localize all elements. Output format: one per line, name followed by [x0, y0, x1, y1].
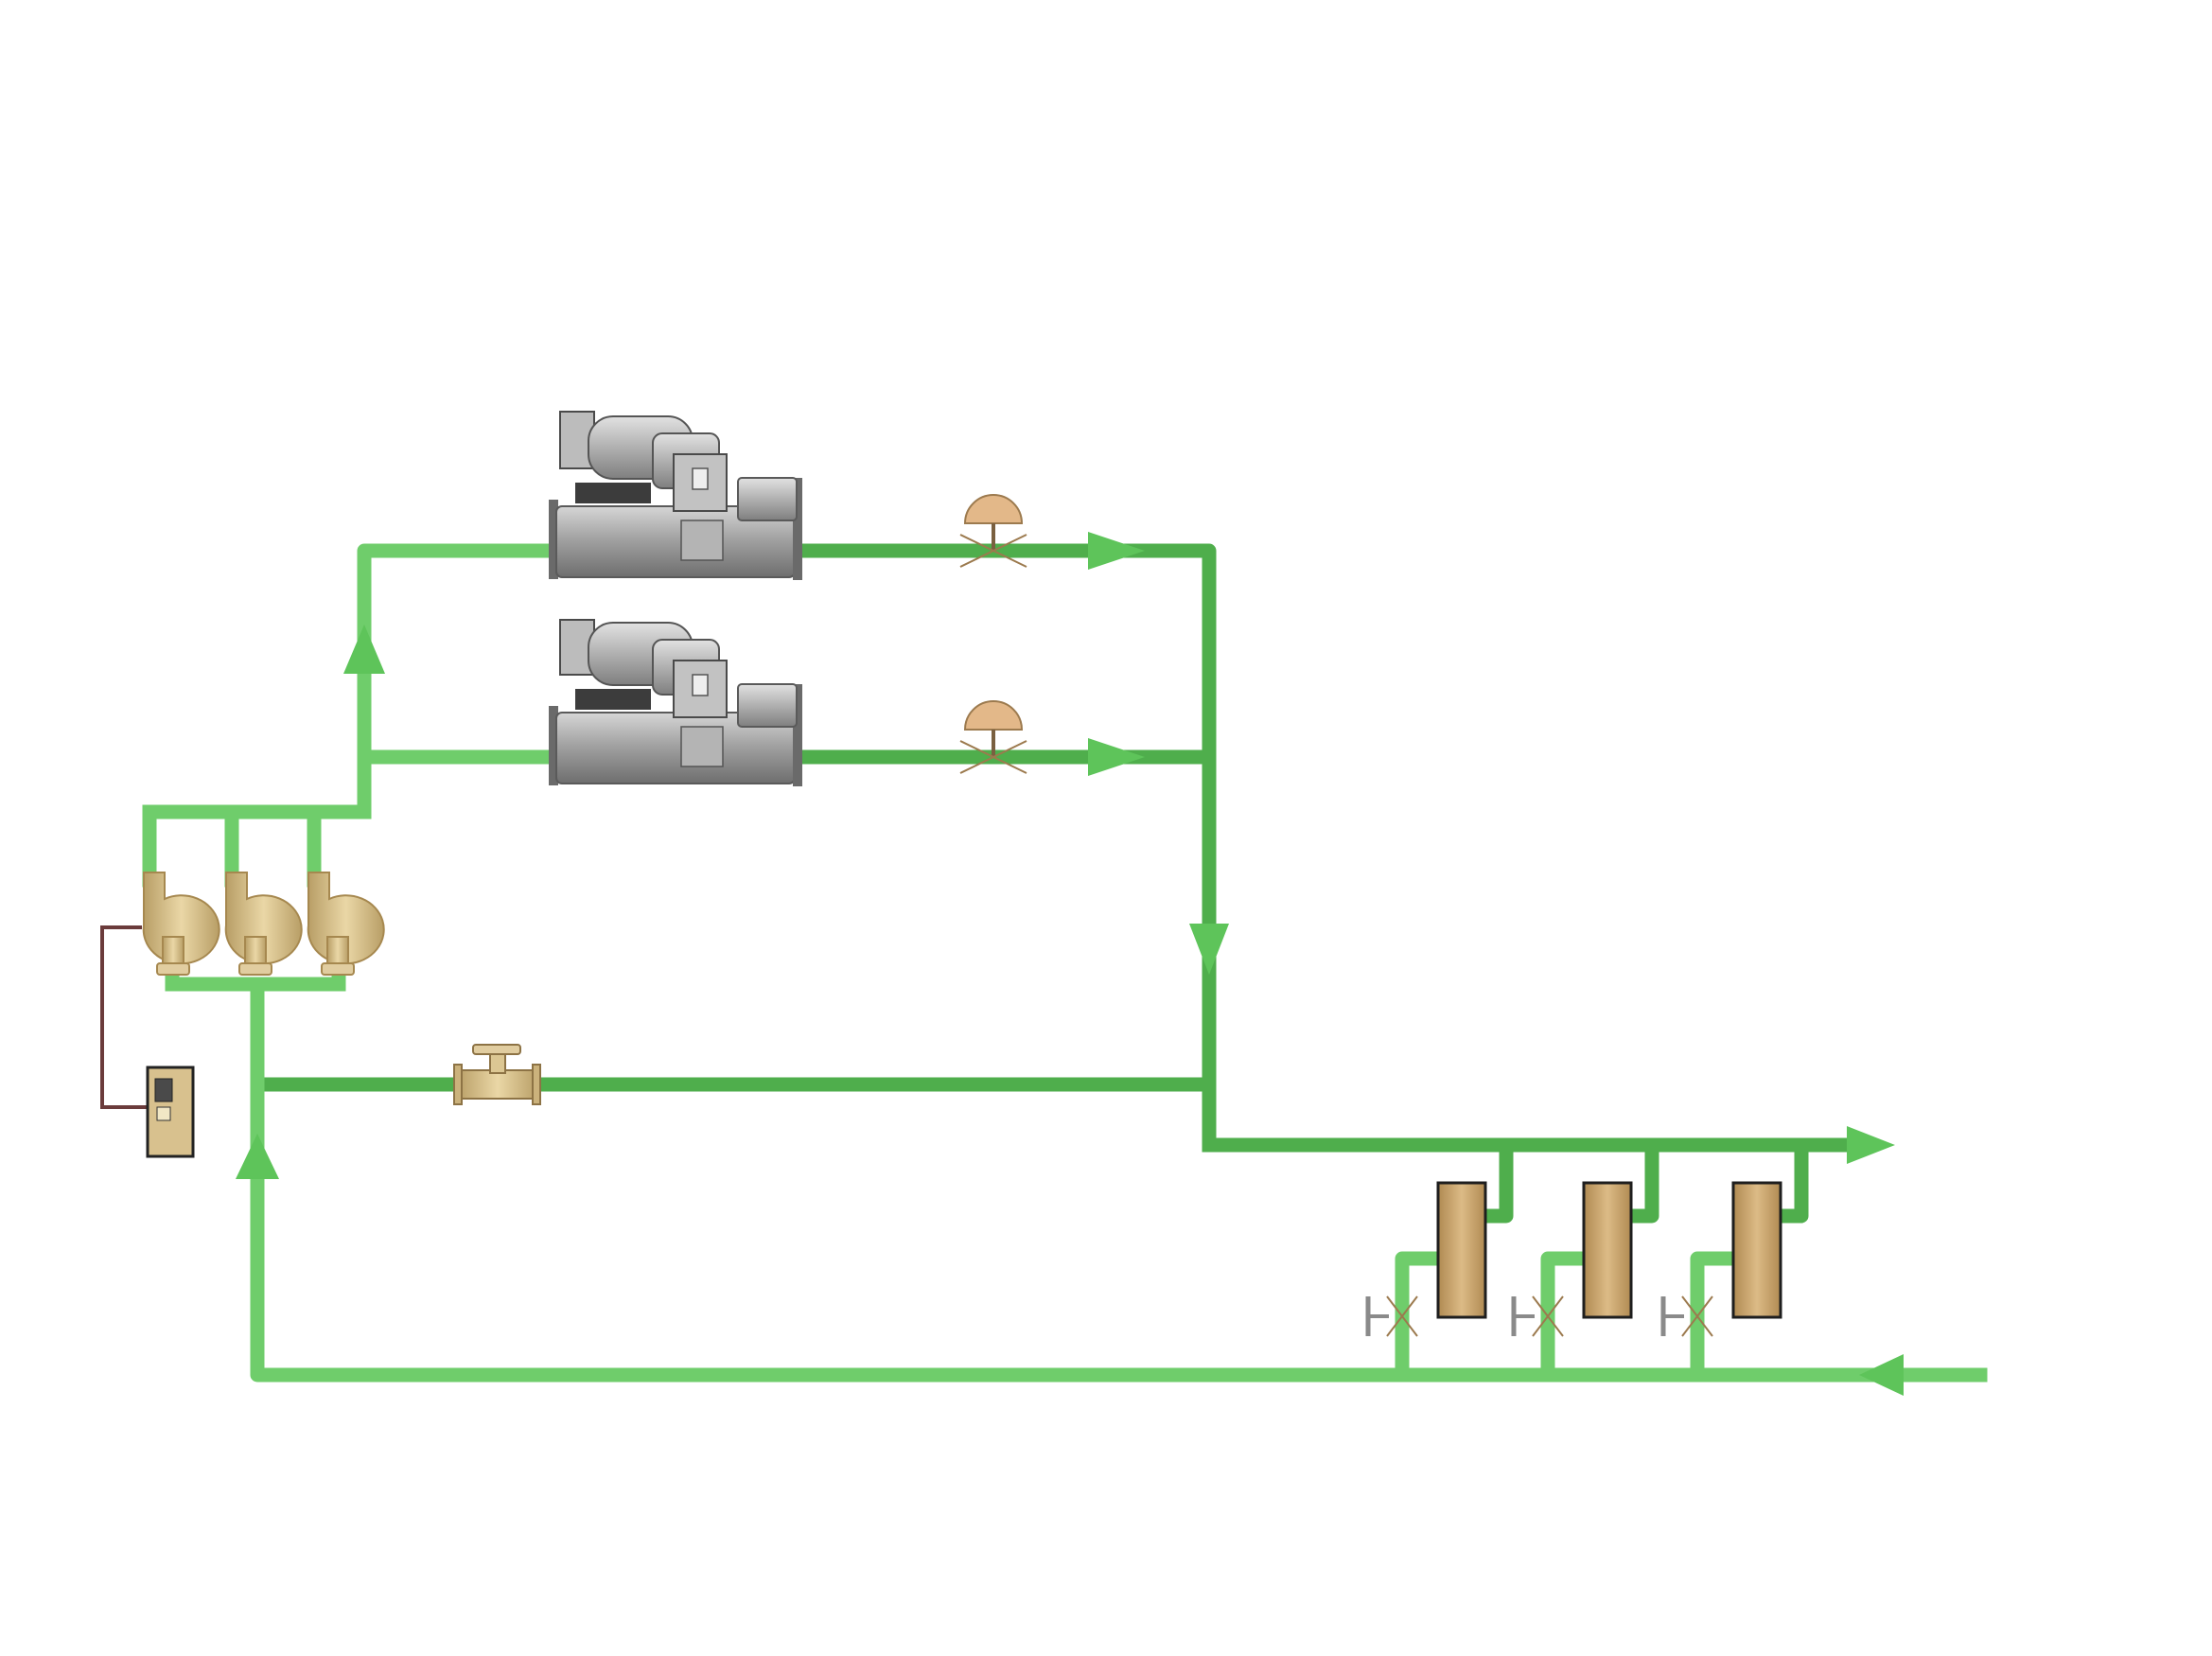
coil1-inlet-pipe	[1395, 1251, 1446, 1383]
bypass-valve-bonnet	[489, 1051, 506, 1074]
coil2-outlet-pipe	[1622, 1137, 1659, 1224]
coil-valve-1[interactable]	[1365, 1295, 1418, 1337]
arrow-supply-out	[1847, 1126, 1895, 1164]
valve2-body	[959, 740, 1027, 774]
vfd-control-wire	[100, 925, 149, 1109]
arrow-pump-to-chiller-up	[343, 625, 385, 674]
chiller1-base-parts	[575, 483, 651, 503]
vfd-display	[154, 1078, 173, 1102]
chiller-valve-1[interactable]	[959, 494, 1027, 568]
arrow-return-in	[1859, 1354, 1904, 1396]
coil2-inlet-pipe	[1540, 1251, 1589, 1383]
coil-valve3-body	[1681, 1295, 1713, 1337]
pump3-neck	[326, 936, 349, 966]
chiller2-shell-left-flange	[549, 706, 558, 785]
bypass-valve-body	[456, 1069, 539, 1100]
pump-1[interactable]	[142, 872, 220, 976]
coil-valve-2[interactable]	[1511, 1295, 1564, 1337]
valve1-actuator-dome	[963, 494, 1024, 524]
bypass-valve-flange-right	[532, 1064, 541, 1105]
coil3-inlet-pipe	[1690, 1251, 1739, 1383]
coil-valve-3[interactable]	[1660, 1295, 1713, 1337]
bypass-valve-handle	[472, 1044, 521, 1055]
chiller2-panel-display	[692, 674, 709, 696]
coil-3[interactable]	[1731, 1181, 1782, 1319]
valve2-actuator-dome	[963, 700, 1024, 731]
chiller-supply-riser	[357, 543, 561, 819]
arrow-return-to-pumps	[236, 1134, 279, 1179]
chiller1-shell-left-flange	[549, 500, 558, 579]
coil-valve1-body	[1386, 1295, 1418, 1337]
coil3-outlet-pipe	[1771, 1137, 1809, 1224]
pump-2[interactable]	[224, 872, 303, 976]
flow-arrows	[236, 532, 1904, 1396]
chiller1-outlet-pipe	[797, 543, 1217, 1153]
pump1-foot	[156, 962, 190, 976]
chiller1-front-panel	[680, 520, 724, 561]
arrow-chiller2-outlet	[1088, 738, 1145, 776]
chiller1-shell-right-flange	[793, 478, 802, 580]
return-main-pipe	[250, 977, 1988, 1383]
chiller-2[interactable]	[549, 619, 802, 786]
arrow-chiller1-outlet	[1088, 532, 1145, 570]
vfd-keypad	[156, 1106, 171, 1121]
pump2-neck	[244, 936, 267, 966]
chiller2-shell-right-flange	[793, 684, 802, 786]
coil1-outlet-pipe	[1476, 1137, 1514, 1224]
chiller2-condenser	[737, 683, 798, 728]
pump-3[interactable]	[307, 872, 385, 976]
bypass-valve[interactable]	[453, 1044, 541, 1105]
chiller1-condenser	[737, 477, 798, 521]
chiller1-panel-display	[692, 467, 709, 490]
chiller2-base-parts	[575, 689, 651, 710]
coil-valve2-body	[1532, 1295, 1564, 1337]
arrow-supply-down	[1189, 924, 1229, 975]
bypass-valve-flange-left	[453, 1064, 463, 1105]
valve1-body	[959, 534, 1027, 568]
pump-discharge-header	[142, 749, 372, 878]
pump1-neck	[162, 936, 184, 966]
vfd[interactable]	[146, 1066, 195, 1158]
coil-1[interactable]	[1436, 1181, 1487, 1319]
return-piping	[142, 543, 1988, 1383]
chiller-1[interactable]	[549, 411, 802, 580]
chiller2-front-panel	[680, 726, 724, 767]
coil-2[interactable]	[1582, 1181, 1633, 1319]
pump3-foot	[321, 962, 355, 976]
supply-piping	[250, 543, 1862, 1224]
pump2-foot	[238, 962, 272, 976]
chiller-valve-2[interactable]	[959, 700, 1027, 774]
